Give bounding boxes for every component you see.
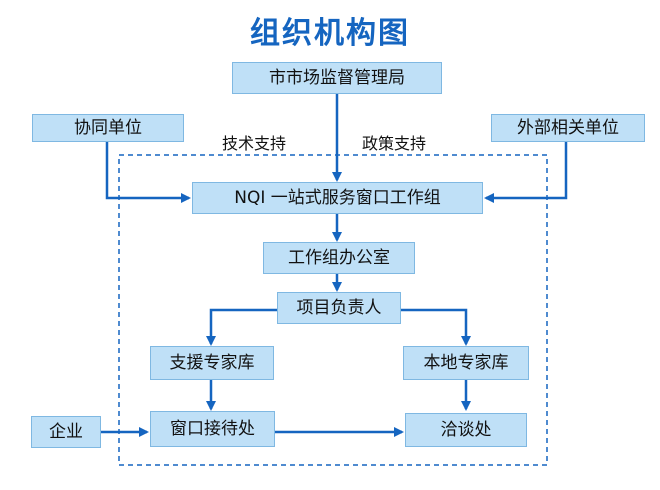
node-reception-window: 窗口接待处	[150, 411, 275, 447]
chart-title: 组织机构图	[250, 16, 410, 51]
node-negotiation-office: 洽谈处	[405, 413, 527, 447]
arrow-lead-to-support	[206, 308, 277, 346]
node-partner-units: 协同单位	[32, 114, 184, 142]
arrow-external-to-group	[484, 141, 568, 203]
node-market-bureau: 市市场监督管理局	[232, 62, 442, 94]
node-project-lead: 项目负责人	[277, 292, 401, 324]
node-support-expert-pool: 支援专家库	[150, 346, 274, 380]
node-local-expert-pool: 本地专家库	[403, 346, 529, 380]
node-enterprise: 企业	[31, 416, 101, 448]
label-tech-support: 技术支持	[222, 134, 287, 153]
node-external-units: 外部相关单位	[491, 114, 645, 142]
label-policy-support: 政策支持	[362, 134, 427, 153]
node-nqi-working-group: NQI 一站式服务窗口工作组	[192, 182, 483, 214]
arrow-lead-to-local	[401, 308, 471, 346]
node-working-group-office: 工作组办公室	[263, 242, 415, 274]
arrow-partners-to-group	[105, 140, 191, 203]
